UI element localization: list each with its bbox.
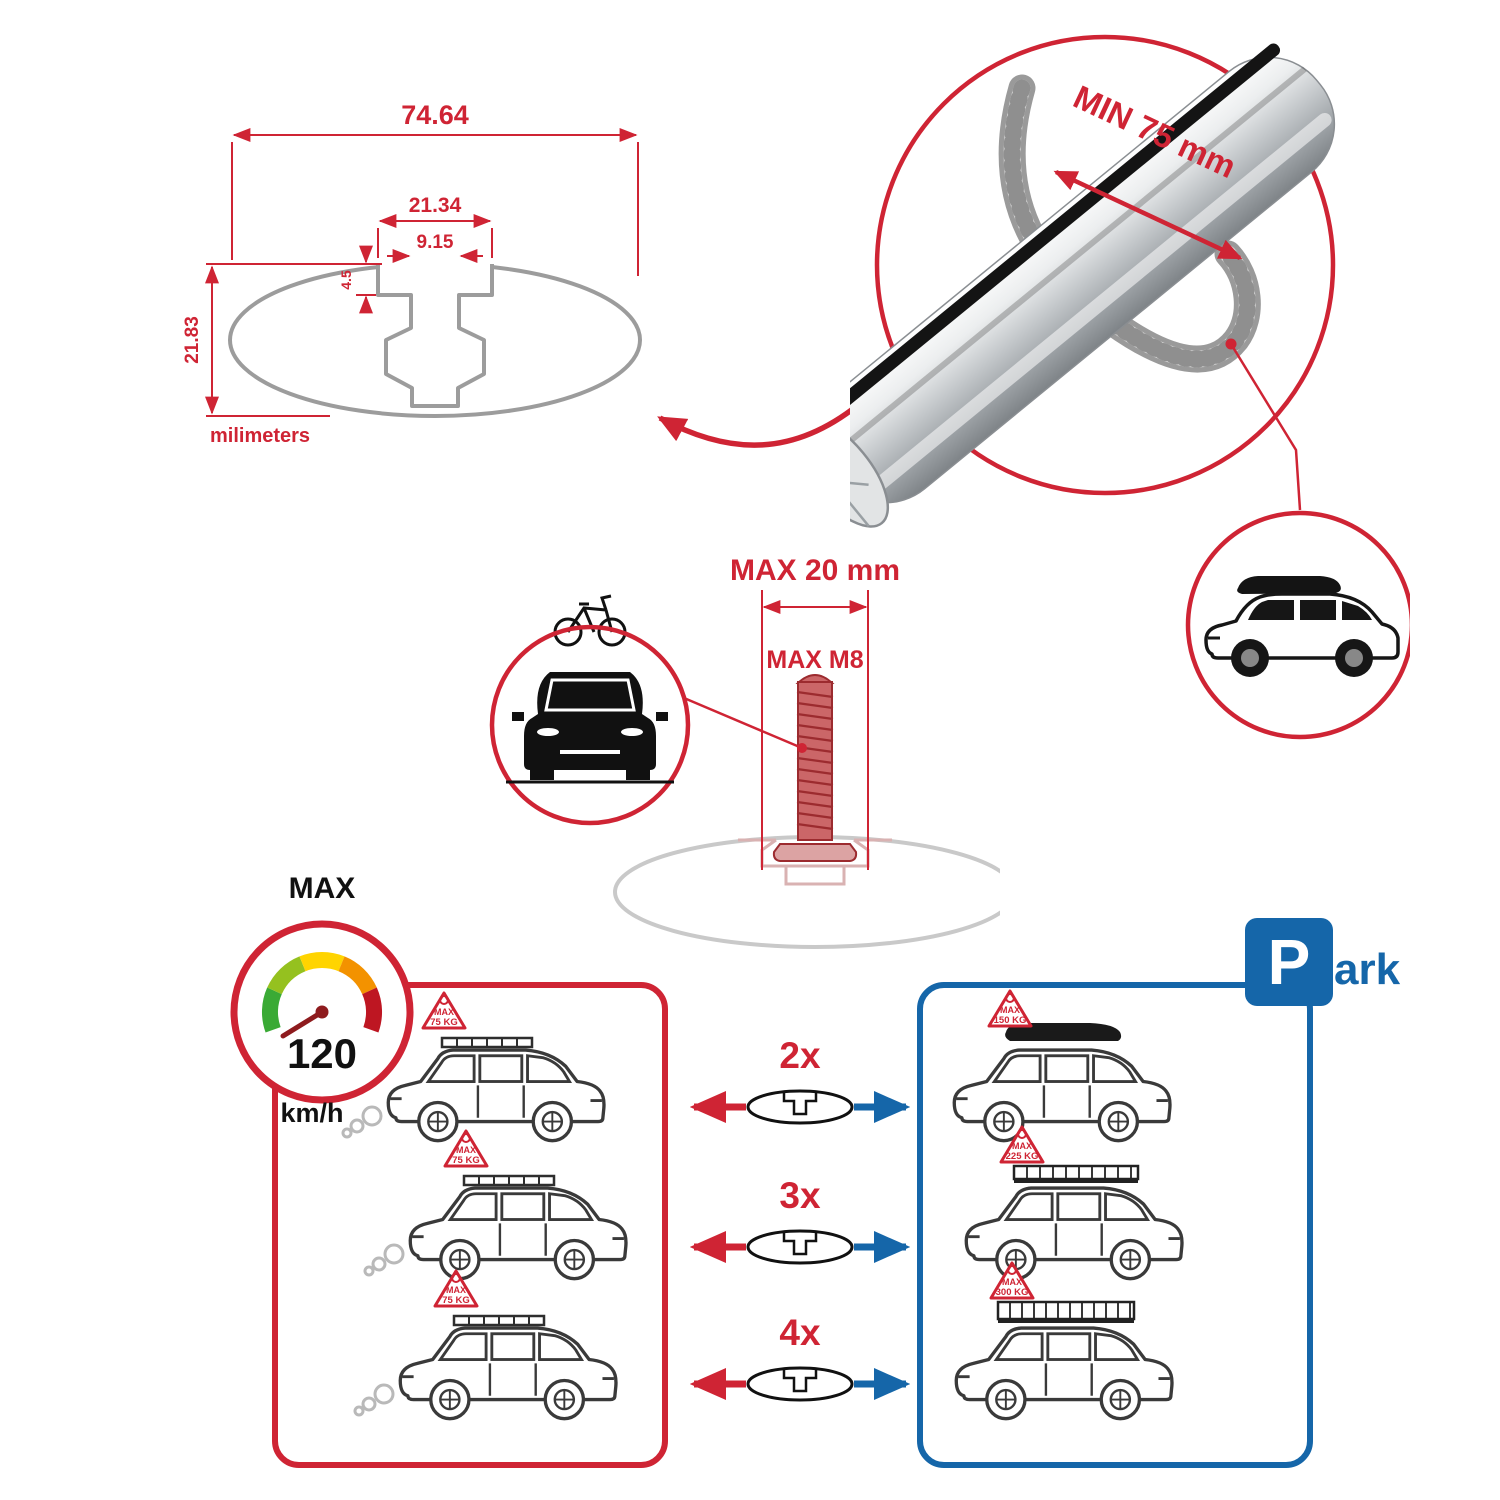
roof-rack-icon — [462, 1174, 556, 1187]
park-sign-ark: ark — [1334, 945, 1401, 994]
dim-total-height: 21.83 — [182, 316, 203, 364]
roof-rail-strap — [998, 74, 1261, 373]
roof-box-icon — [1005, 1023, 1122, 1041]
load-badge-max: MAX — [1000, 1005, 1020, 1015]
car-front-illustration — [506, 672, 674, 784]
speed-value: 120 — [287, 1030, 357, 1077]
load-badge: MAX 75 KG — [443, 1129, 489, 1168]
load-badge-max: MAX — [1002, 1277, 1022, 1287]
speed-max-label: MAX — [289, 872, 356, 905]
load-badge: MAX 75 KG — [433, 1269, 479, 1308]
crossbar-profile-icon — [746, 1229, 854, 1265]
dimension-lines — [205, 128, 639, 417]
load-badge-value: 75 KG — [430, 1017, 457, 1028]
suv-with-roofbox-illustration — [1204, 576, 1400, 677]
roof-basket-icon — [1012, 1164, 1140, 1183]
bolt-link-line — [683, 696, 803, 750]
load-badge: MAX 150 KG — [987, 989, 1033, 1028]
count-label-2x: 2x — [779, 1035, 821, 1076]
load-badge-max: MAX — [1012, 1141, 1032, 1151]
park-sign: P ark — [1245, 918, 1401, 1006]
bike-icon — [553, 594, 627, 647]
profile-opening-mask — [376, 256, 494, 274]
bolt-spec-figure: MAX 20 mm MAX M8 — [489, 554, 1000, 949]
count-label-3x: 3x — [779, 1175, 821, 1216]
load-badge-value: 300 KG — [996, 1287, 1029, 1298]
driving-car-1: MAX 75 KG — [341, 991, 606, 1143]
count-label-4x: 4x — [779, 1312, 821, 1353]
bolt-max-thread: MAX M8 — [766, 646, 863, 674]
crossbar-profile-icon — [746, 1089, 854, 1125]
dim-lip-depth: 4.5 — [338, 270, 354, 290]
units-label: milimeters — [210, 425, 310, 447]
speed-units: km/h — [280, 1098, 343, 1128]
parked-car-1: MAX 150 KG — [952, 989, 1172, 1143]
dim-slot-inner: 9.15 — [417, 232, 454, 253]
vehicle-front-circle — [489, 624, 691, 826]
ghost-slot — [738, 838, 892, 886]
load-badge-value: 75 KG — [452, 1155, 479, 1166]
parked-car-2: MAX 225 KG — [964, 1125, 1184, 1281]
bar-closeup-figure: MIN 75 mm — [850, 34, 1410, 740]
load-badge-max: MAX — [446, 1285, 466, 1295]
motion-swirls-icon — [341, 1105, 383, 1139]
count-row-4x: 4x — [689, 1312, 911, 1402]
driving-car-2: MAX 75 KG — [363, 1129, 628, 1281]
curved-arrow-icon — [657, 402, 860, 448]
cross-section-diagram: 74.64 21.34 9.15 4.5 21.83 milimeters — [182, 100, 642, 447]
load-badge-value: 225 KG — [1006, 1151, 1039, 1162]
motion-swirls-icon — [353, 1383, 395, 1417]
pointer-arrow — [657, 402, 860, 448]
speed-limit-gauge: MAX 120 km/h — [230, 872, 414, 1128]
roof-basket-icon — [996, 1300, 1136, 1323]
load-badge: MAX 225 KG — [999, 1125, 1045, 1164]
gauge-needle — [280, 1009, 325, 1039]
t-bolt-illustration — [772, 674, 858, 862]
usage-panels-figure: P ark MAX 120 km/h 2x 3x — [230, 872, 1401, 1468]
load-badge-value: 150 KG — [994, 1015, 1027, 1026]
count-row-2x: 2x — [689, 1035, 911, 1125]
bar-end-cross-section — [850, 416, 890, 528]
load-badge-value: 75 KG — [442, 1295, 469, 1306]
count-row-3x: 3x — [689, 1175, 911, 1265]
roof-rack-icon — [440, 1036, 534, 1049]
circle-link-line — [1229, 343, 1302, 511]
gauge-arc — [261, 952, 383, 1033]
load-badge: MAX 300 KG — [989, 1261, 1035, 1300]
motion-swirls-icon — [363, 1243, 405, 1277]
roof-box-icon — [1237, 576, 1341, 594]
driving-car-3: MAX 75 KG — [353, 1269, 618, 1421]
load-badge-max: MAX — [456, 1145, 476, 1155]
parked-car-3: MAX 300 KG — [954, 1261, 1174, 1421]
profile-outline — [228, 262, 642, 418]
dim-total-width: 74.64 — [401, 100, 469, 130]
t-slot-profile — [376, 264, 494, 408]
roof-rack-icon — [452, 1314, 546, 1327]
dim-slot-outer: 21.34 — [409, 194, 462, 217]
bolt-max-length: MAX 20 mm — [730, 554, 900, 587]
load-badge-max: MAX — [434, 1007, 454, 1017]
park-sign-p: P — [1268, 926, 1311, 998]
load-badge: MAX 75 KG — [421, 991, 467, 1030]
crossbar-profile-icon — [746, 1366, 854, 1402]
